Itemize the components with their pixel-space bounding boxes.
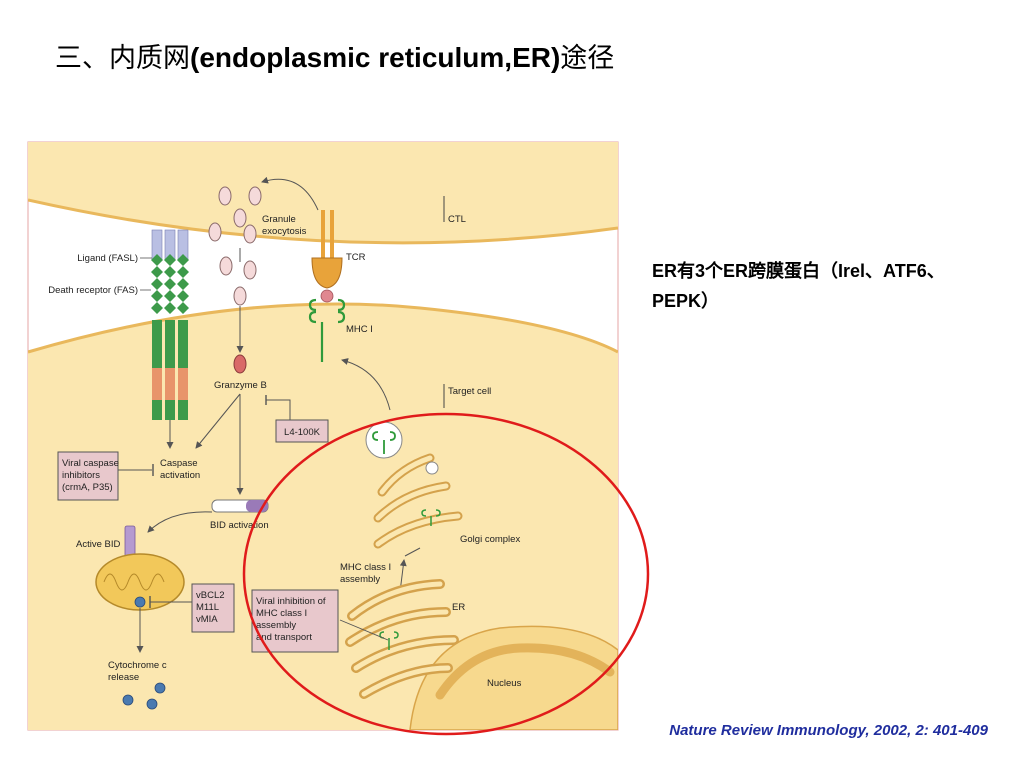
l4-100k-box [275, 419, 329, 443]
mhc1-label: MHC I [346, 324, 373, 335]
ctl-label: CTL [448, 214, 466, 225]
granule-label-2: exocytosis [262, 226, 307, 237]
caspase-label-1: Caspase [160, 458, 198, 469]
golgi-label: Golgi complex [460, 534, 520, 545]
target-cell-label: Target cell [448, 386, 491, 397]
er-highlight-circle [242, 412, 650, 736]
viral-casp-label-3: (crmA, P35) [62, 482, 113, 493]
nuclear-envelope [435, 643, 615, 700]
tcr-label: TCR [346, 252, 366, 263]
granules [208, 186, 262, 306]
vbcl2-label-2: M11L [196, 602, 219, 613]
viral-casp-label-1: Viral caspase [62, 458, 119, 469]
er-label: ER [452, 602, 465, 613]
caspase-label-2: activation [160, 470, 200, 481]
granule-label-1: Granule [262, 214, 296, 225]
ctl-cell [28, 142, 618, 243]
ctl-membrane [28, 198, 618, 245]
tcr [311, 210, 343, 303]
ligand-label: Ligand (FASL) [77, 253, 138, 264]
title-prefix: 三、内质网 [55, 43, 190, 74]
target-membrane [28, 302, 618, 354]
l4-label: L4-100K [284, 427, 321, 438]
er-transmembrane-note: ER有3个ER跨膜蛋白（Irel、ATF6、PEPK） [652, 261, 945, 311]
cytochrome-label-1: Cytochrome c [108, 660, 167, 671]
granzyme-label: Granzyme B [214, 380, 267, 391]
mhc-assembly-label-1: MHC class I [340, 562, 391, 573]
mhc1-surface [308, 298, 346, 362]
title-suffix: 途径 [560, 43, 615, 74]
viral-inh-label-4: and transport [256, 632, 312, 643]
title-english: (endoplasmic reticulum,ER) [190, 42, 561, 73]
fas-receptor [151, 229, 189, 420]
viral-inh-label-1: Viral inhibition of [256, 596, 326, 607]
viral-casp-label-2: inhibitors [62, 470, 100, 481]
vbcl2-label-3: vMIA [196, 614, 218, 625]
mhc-assembly-label-2: assembly [340, 574, 380, 585]
viral-caspase-box [57, 451, 119, 501]
vbcl2-box [191, 583, 235, 633]
viral-inh-label-3: assembly [256, 620, 296, 631]
cytochrome-c [122, 682, 166, 710]
slide-title: 三、内质网(endoplasmic reticulum,ER)途径 [55, 36, 614, 75]
citation: Nature Review Immunology, 2002, 2: 401-4… [669, 722, 988, 739]
nucleus-label: Nucleus [487, 678, 522, 689]
granzyme-b [233, 354, 247, 374]
target-cell [28, 303, 618, 730]
viral-inhibition-box [251, 589, 339, 653]
bid-activation-label: BID activation [210, 520, 269, 531]
active-bid-label: Active BID [76, 539, 120, 550]
vbcl2-label-1: vBCL2 [196, 590, 225, 601]
cytochrome-label-2: release [108, 672, 139, 683]
death-receptor-label: Death receptor (FAS) [48, 285, 138, 296]
viral-inh-label-2: MHC class I [256, 608, 307, 619]
